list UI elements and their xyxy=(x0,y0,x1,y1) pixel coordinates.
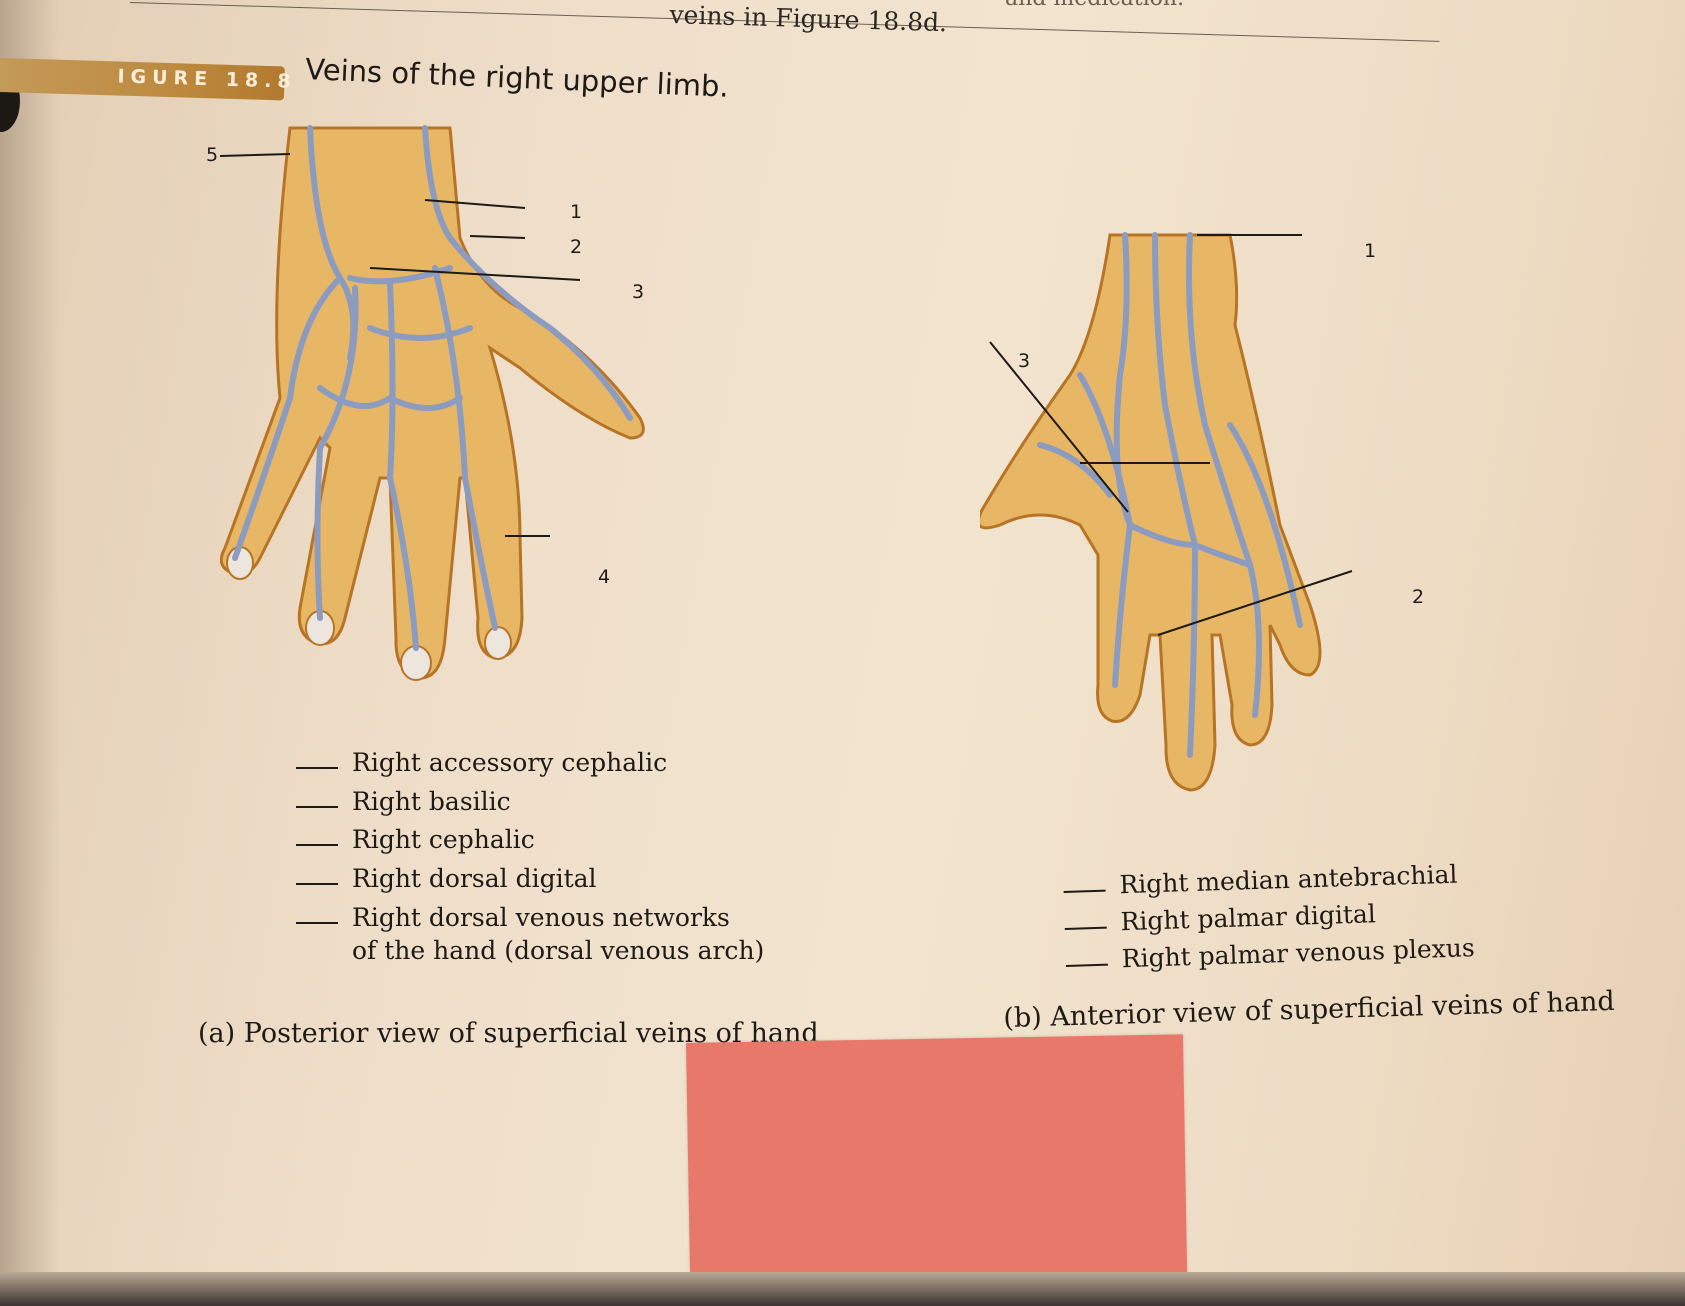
table-surface xyxy=(0,1272,1685,1306)
term-row: Right dorsal digital xyxy=(296,864,764,903)
callout-b-2: 2 xyxy=(1412,586,1425,608)
term-label: Right median antebrachial xyxy=(1118,859,1458,900)
term-label: Right dorsal digital xyxy=(352,864,597,893)
answer-blank[interactable] xyxy=(296,844,338,846)
answer-blank[interactable] xyxy=(296,806,338,808)
callout-b-1: 1 xyxy=(1364,240,1377,262)
hand-a-leader-lines xyxy=(220,153,581,537)
answer-blank[interactable] xyxy=(1065,963,1108,967)
callout-a-1: 1 xyxy=(570,201,583,223)
posterior-hand-illustration xyxy=(220,125,645,681)
term-row: Right dorsal venous networks xyxy=(296,903,764,936)
top-text-right: and medication. xyxy=(1005,0,1184,11)
term-label: Right accessory cephalic xyxy=(352,748,668,777)
term-label: Right dorsal venous networks xyxy=(352,903,730,932)
callout-a-2: 2 xyxy=(570,236,583,258)
panel-b-term-list: Right median antebrachial Right palmar d… xyxy=(1063,859,1475,983)
term-row: Right accessory cephalic xyxy=(296,748,764,787)
hand-b-silhouette xyxy=(980,233,1322,792)
term-label: Right cephalic xyxy=(352,825,535,854)
callout-a-4: 4 xyxy=(598,566,611,588)
term-label: Right basilic xyxy=(352,787,511,816)
caption-anterior-view: (b) Anterior view of superficial veins o… xyxy=(1003,985,1616,1034)
figure-title: Veins of the right upper limb. xyxy=(304,52,730,104)
hand-b-veins xyxy=(1037,232,1303,758)
page-gutter-shadow xyxy=(0,0,60,1306)
answer-blank[interactable] xyxy=(1063,889,1106,893)
callout-a-3: 3 xyxy=(632,281,645,303)
term-label: of the hand (dorsal venous arch) xyxy=(352,936,765,965)
callout-a-5: 5 xyxy=(206,144,219,166)
answer-blank[interactable] xyxy=(296,922,338,924)
hand-a-silhouette xyxy=(220,126,645,681)
answer-blank[interactable] xyxy=(296,883,338,885)
sticky-note xyxy=(686,1034,1188,1306)
term-row-continuation: of the hand (dorsal venous arch) xyxy=(296,936,764,970)
top-text: veins in Figure 18.8d. xyxy=(669,0,948,38)
term-row: Right cephalic xyxy=(296,825,764,864)
hand-b-leader-lines xyxy=(989,234,1353,636)
answer-blank[interactable] xyxy=(1064,926,1107,930)
anterior-hand-illustration xyxy=(980,232,1353,792)
answer-blank[interactable] xyxy=(296,767,338,769)
callout-b-3: 3 xyxy=(1018,350,1031,372)
term-row: Right basilic xyxy=(296,787,764,825)
hand-a-veins xyxy=(232,125,633,651)
figure-badge-label: IGURE 18.8 xyxy=(117,65,297,93)
panel-a-term-list: Right accessory cephalic Right basilic R… xyxy=(296,748,764,970)
